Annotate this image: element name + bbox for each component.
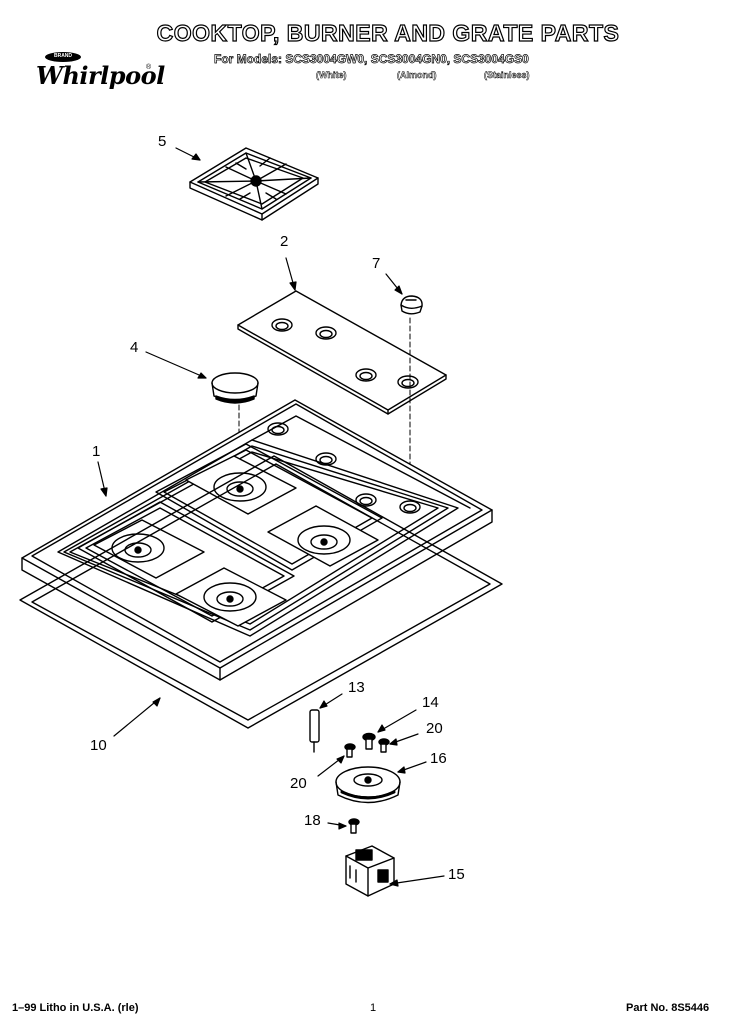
gasket-part bbox=[19, 455, 503, 729]
litho-note: 1–99 Litho in U.S.A. (rle) bbox=[12, 1002, 139, 1014]
callout-13: 13 bbox=[348, 679, 365, 696]
knob-part bbox=[400, 295, 423, 315]
brand-badge-text: BRAND bbox=[53, 53, 73, 59]
page-title: COOKTOP, BURNER AND GRATE PARTS bbox=[156, 19, 620, 46]
part-number: Part No. 8S5446 bbox=[626, 1002, 710, 1014]
leader-arrows bbox=[97, 147, 445, 887]
page-number: 1 bbox=[370, 1002, 377, 1014]
valve-part bbox=[345, 845, 395, 897]
callout-4: 4 bbox=[130, 339, 139, 356]
callout-20-left: 20 bbox=[290, 775, 307, 792]
burner-cap-part bbox=[211, 372, 259, 404]
control-panel-part bbox=[237, 290, 447, 415]
callout-7: 7 bbox=[372, 255, 381, 272]
callout-18: 18 bbox=[304, 812, 321, 829]
brand-badge-icon bbox=[45, 52, 81, 62]
callout-16: 16 bbox=[430, 750, 447, 767]
callout-1: 1 bbox=[92, 443, 101, 460]
callout-10: 10 bbox=[90, 737, 107, 754]
models-line: For Models: SCS3004GW0, SCS3004GN0, SCS3… bbox=[214, 52, 529, 67]
callout-14: 14 bbox=[422, 694, 439, 711]
screw-parts bbox=[344, 732, 390, 834]
callout-15: 15 bbox=[448, 866, 465, 883]
callout-20-right: 20 bbox=[426, 720, 443, 737]
igniter-part bbox=[309, 709, 320, 753]
variant-stainless: (Stainless) bbox=[484, 70, 530, 81]
callout-2: 2 bbox=[280, 233, 289, 250]
burner-base-part bbox=[335, 766, 401, 804]
variant-almond: (Almond) bbox=[397, 70, 437, 81]
callout-5: 5 bbox=[158, 133, 167, 150]
brand-registered-mark: ® bbox=[146, 64, 152, 71]
variant-white: (White) bbox=[316, 70, 347, 81]
brand-logo: Whirlpool bbox=[36, 61, 165, 90]
cooktop-part bbox=[21, 399, 493, 681]
grate-part bbox=[189, 147, 319, 221]
